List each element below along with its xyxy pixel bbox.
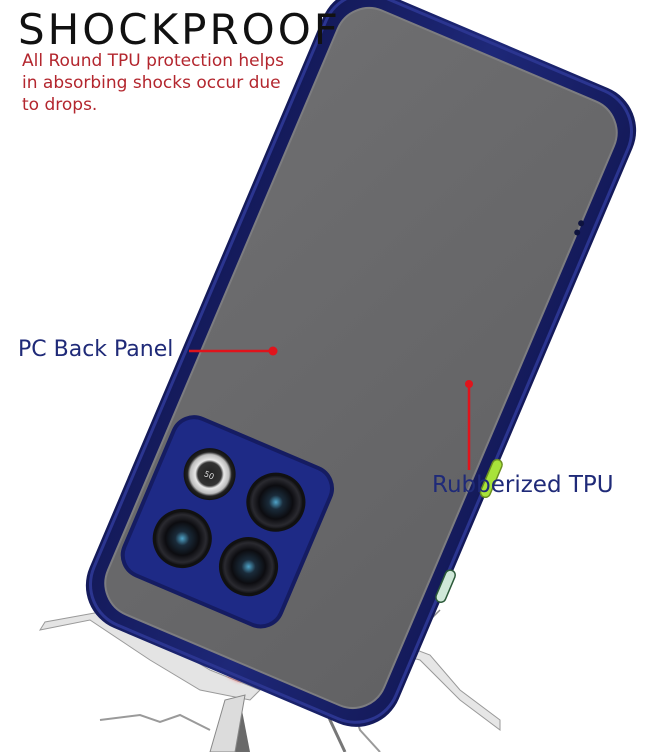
heading-title: SHOCKPROOF — [18, 5, 341, 54]
svg-text:50: 50 — [203, 469, 216, 481]
description-line: in absorbing shocks occur due — [22, 73, 281, 93]
pc-panel-pointer — [189, 346, 278, 356]
camera-flash-lens — [183, 448, 236, 501]
phone-case: 50 — [85, 0, 637, 727]
camera-lens — [152, 509, 212, 569]
heading-description: All Round TPU protection helps in absorb… — [22, 50, 332, 116]
description-line: to drops. — [22, 95, 98, 115]
camera-lens — [219, 537, 279, 597]
power-button-accent — [479, 458, 503, 499]
rubberized-tpu-label: Rubberized TPU — [432, 472, 614, 498]
camera-lens — [246, 472, 306, 532]
tpu-pointer — [465, 380, 473, 470]
pc-back-panel-label: PC Back Panel — [18, 337, 174, 362]
camera-module: 50 — [120, 415, 334, 629]
description-line: All Round TPU protection helps — [22, 51, 285, 71]
volume-button — [435, 569, 457, 603]
